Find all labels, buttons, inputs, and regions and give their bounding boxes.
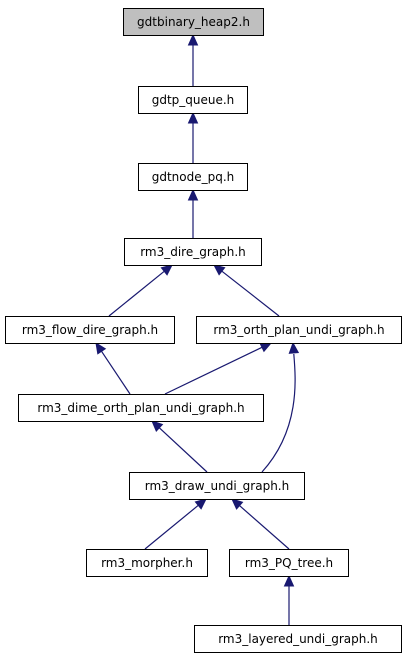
node-box xyxy=(196,316,402,344)
edges-layer xyxy=(95,33,300,625)
edge-line xyxy=(101,350,131,395)
node-label: gdtbinary_heap2.h xyxy=(137,15,250,29)
edge-line xyxy=(221,270,280,317)
edge-rm3-orth-plan-undi-graph-to-rm3-dire-graph xyxy=(213,264,280,317)
node-label: rm3_flow_dire_graph.h xyxy=(22,323,158,337)
node-box xyxy=(194,625,402,653)
arrowhead-icon xyxy=(95,341,107,355)
node-box xyxy=(124,238,262,266)
node-box xyxy=(138,163,248,191)
edge-gdtp-queue-to-gdtbinary-heap2 xyxy=(187,33,199,86)
arrowhead-icon xyxy=(151,420,164,433)
node-label: rm3_dime_orth_plan_undi_graph.h xyxy=(37,401,244,415)
node-box xyxy=(229,549,349,577)
node-label: rm3_morpher.h xyxy=(101,556,193,570)
node-gdtnode-pq[interactable]: gdtnode_pq.h xyxy=(138,163,248,191)
arrowhead-icon xyxy=(288,341,300,354)
node-box xyxy=(129,472,305,500)
edge-rm3-dire-graph-to-gdtnode-pq xyxy=(187,188,199,238)
node-rm3-pq-tree[interactable]: rm3_PQ_tree.h xyxy=(229,549,349,577)
node-rm3-flow-dire-graph[interactable]: rm3_flow_dire_graph.h xyxy=(5,316,175,344)
edge-rm3-flow-dire-graph-to-rm3-dire-graph xyxy=(108,264,173,317)
node-box xyxy=(5,316,175,344)
node-rm3-draw-undi-graph[interactable]: rm3_draw_undi_graph.h xyxy=(129,472,305,500)
edge-rm3-morpher-to-rm3-draw-undi-graph xyxy=(144,498,207,550)
node-label: gdtp_queue.h xyxy=(152,93,235,107)
node-rm3-dire-graph[interactable]: rm3_dire_graph.h xyxy=(124,238,262,266)
node-rm3-orth-plan-undi-graph[interactable]: rm3_orth_plan_undi_graph.h xyxy=(196,316,402,344)
node-label: rm3_dire_graph.h xyxy=(140,245,246,259)
arrowhead-icon xyxy=(194,498,207,510)
edge-line xyxy=(158,427,208,473)
node-rm3-morpher[interactable]: rm3_morpher.h xyxy=(86,549,208,577)
node-box xyxy=(86,549,208,577)
edge-rm3-dime-orth-plan-undi-graph-to-rm3-orth-plan-undi-graph xyxy=(164,342,273,395)
arrowhead-icon xyxy=(283,574,295,587)
arrowhead-icon xyxy=(187,188,199,201)
node-box xyxy=(123,8,264,36)
arrowhead-icon xyxy=(259,342,273,353)
edge-rm3-draw-undi-graph-to-rm3-orth-plan-undi-graph xyxy=(261,341,300,473)
node-label: rm3_draw_undi_graph.h xyxy=(145,479,289,493)
arrowhead-icon xyxy=(187,111,199,124)
edge-rm3-dime-orth-plan-undi-graph-to-rm3-flow-dire-graph xyxy=(95,341,131,395)
edge-line xyxy=(261,353,296,473)
edge-line xyxy=(239,505,290,550)
node-label: gdtnode_pq.h xyxy=(152,170,235,184)
edge-line xyxy=(108,270,165,317)
node-box xyxy=(138,86,248,114)
arrowhead-icon xyxy=(213,264,226,276)
node-label: rm3_layered_undi_graph.h xyxy=(218,632,378,646)
node-rm3-layered-undi-graph[interactable]: rm3_layered_undi_graph.h xyxy=(194,625,402,653)
node-rm3-dime-orth-plan-undi-graph[interactable]: rm3_dime_orth_plan_undi_graph.h xyxy=(18,394,264,422)
edge-rm3-pq-tree-to-rm3-draw-undi-graph xyxy=(231,498,290,550)
edge-gdtnode-pq-to-gdtp-queue xyxy=(187,111,199,163)
node-gdtbinary-heap2: gdtbinary_heap2.h xyxy=(123,8,264,36)
node-label: rm3_PQ_tree.h xyxy=(245,556,333,570)
node-box xyxy=(18,394,264,422)
node-gdtp-queue[interactable]: gdtp_queue.h xyxy=(138,86,248,114)
node-label: rm3_orth_plan_undi_graph.h xyxy=(213,323,384,337)
nodes-layer: gdtbinary_heap2.h gdtp_queue.h gdtnode_pq.… xyxy=(5,8,402,653)
edge-line xyxy=(164,346,263,395)
edge-line xyxy=(144,504,199,550)
arrowhead-icon xyxy=(231,498,244,510)
arrowhead-icon xyxy=(160,264,173,276)
arrowhead-icon xyxy=(187,33,199,46)
edge-rm3-layered-undi-graph-to-rm3-pq-tree xyxy=(283,574,295,625)
edge-rm3-draw-undi-graph-to-rm3-dime-orth-plan-undi-graph xyxy=(151,420,208,473)
